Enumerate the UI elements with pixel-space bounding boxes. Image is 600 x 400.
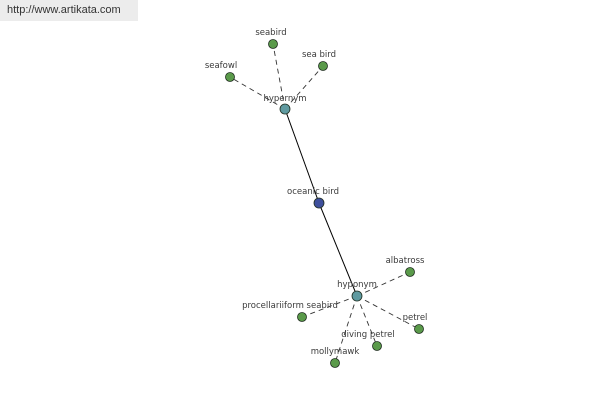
node-label-mollymawk[interactable]: mollymawk bbox=[311, 347, 360, 357]
edge-hyponym-mollymawk bbox=[334, 295, 358, 364]
edge-oceanic-bird-hypernym bbox=[284, 108, 320, 204]
node-oceanic-bird[interactable] bbox=[313, 197, 325, 209]
graph-labels: oceanic bird hypernym hyponym seabird sea bi… bbox=[205, 28, 428, 357]
node-label-hyponym[interactable]: hyponym bbox=[337, 280, 377, 290]
node-seabird[interactable] bbox=[268, 39, 278, 49]
node-procellariiform-seabird[interactable] bbox=[297, 312, 307, 322]
node-hypernym[interactable] bbox=[279, 103, 291, 115]
node-label-diving-petrel[interactable]: diving petrel bbox=[341, 330, 395, 340]
node-diving-petrel[interactable] bbox=[372, 341, 382, 351]
node-mollymawk[interactable] bbox=[330, 358, 340, 368]
node-albatross[interactable] bbox=[405, 267, 415, 277]
node-seafowl[interactable] bbox=[225, 72, 235, 82]
node-label-petrel[interactable]: petrel bbox=[403, 313, 428, 323]
source-url-banner[interactable]: http://www.artikata.com bbox=[0, 0, 138, 21]
edge-hyponym-albatross bbox=[356, 271, 411, 297]
edge-oceanic-bird-hyponym bbox=[318, 202, 358, 297]
edge-hyponym-petrel bbox=[356, 295, 420, 330]
node-label-albatross[interactable]: albatross bbox=[386, 256, 425, 266]
node-label-seabird[interactable]: seabird bbox=[255, 28, 286, 38]
node-label-seafowl[interactable]: seafowl bbox=[205, 61, 237, 71]
node-label-oceanic-bird[interactable]: oceanic bird bbox=[287, 187, 339, 197]
node-petrel[interactable] bbox=[414, 324, 424, 334]
node-label-sea-bird[interactable]: sea bird bbox=[302, 50, 336, 60]
edge-hypernym-sea-bird bbox=[284, 65, 324, 110]
node-label-procellariiform-seabird[interactable]: procellariiform seabird bbox=[242, 301, 338, 311]
graph-nodes bbox=[225, 39, 424, 368]
edge-hypernym-seabird bbox=[272, 43, 286, 110]
node-hyponym[interactable] bbox=[351, 290, 363, 302]
edge-hyponym-procellariiform-seabird bbox=[301, 295, 358, 318]
graph-edges bbox=[229, 43, 420, 364]
edge-hypernym-seafowl bbox=[229, 76, 286, 110]
node-label-hypernym[interactable]: hypernym bbox=[263, 94, 306, 104]
node-sea-bird[interactable] bbox=[318, 61, 328, 71]
